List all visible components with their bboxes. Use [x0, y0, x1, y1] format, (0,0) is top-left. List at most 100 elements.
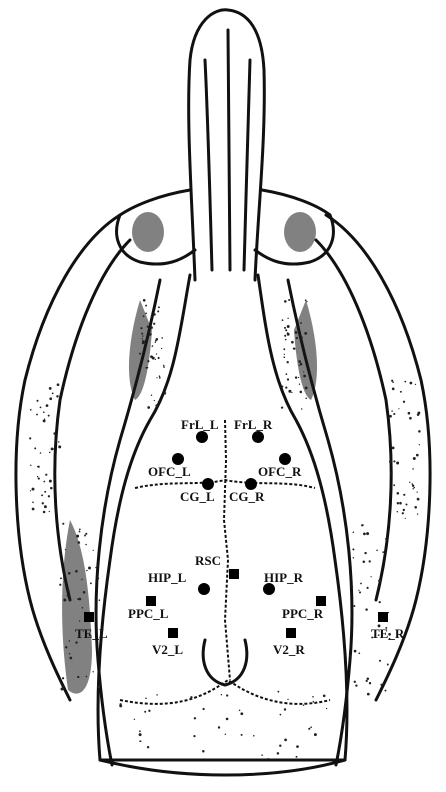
stipple-dot — [32, 502, 34, 504]
stipple-dot — [305, 397, 307, 399]
stipple-dot — [53, 432, 56, 435]
stipple-dot — [221, 694, 222, 695]
stipple-dot — [417, 513, 418, 514]
stipple-dot — [69, 640, 70, 641]
stipple-dot — [403, 401, 405, 403]
stipple-dot — [194, 717, 196, 719]
stipple-dot — [163, 366, 165, 368]
snout-midline — [228, 30, 230, 270]
stipple-dot — [49, 511, 50, 512]
stipple-dot — [313, 701, 315, 703]
stipple-dot — [142, 335, 143, 336]
electrode-labels: FrL_L FrL_R OFC_L OFC_R CG_L CG_R HIP_L … — [75, 417, 405, 657]
stipple-dot — [305, 386, 308, 389]
stipple-dot — [226, 718, 229, 721]
stipple-dot — [147, 360, 149, 362]
stipple-dot — [287, 361, 289, 363]
stipple-dot — [147, 746, 149, 748]
stipple-dot — [30, 465, 31, 466]
stipple-dot — [62, 677, 64, 679]
stipple-dot — [42, 502, 44, 504]
stipple-dot — [285, 339, 287, 341]
stipple-dot — [417, 413, 420, 416]
stipple-dot — [76, 535, 79, 538]
stipple-dot — [308, 728, 310, 730]
stipple-dot — [277, 691, 279, 693]
stipple-dot — [405, 503, 407, 505]
stipple-dot — [239, 710, 240, 711]
stipple-dot — [369, 560, 371, 562]
electrode-dot-hip-l — [198, 583, 210, 595]
stipple-dot — [93, 550, 94, 551]
stipple-dot — [366, 680, 368, 682]
stipple-dot — [410, 382, 413, 385]
stipple-dot — [285, 329, 287, 331]
stipple-dot — [287, 378, 289, 380]
stipple-dot — [48, 495, 50, 497]
stipple-dot — [409, 482, 410, 483]
stipple-dot — [392, 446, 395, 449]
stipple-dot — [159, 377, 161, 379]
stipple-dot — [79, 531, 81, 533]
electrode-square-v2-l — [168, 628, 178, 638]
stipple-dot — [43, 419, 46, 422]
stipple-dot — [81, 579, 82, 580]
stipple-dot — [281, 386, 283, 388]
stipple-dot — [75, 641, 77, 643]
stipple-dot — [40, 452, 42, 454]
stipple-dot — [287, 325, 290, 328]
stipple-dot — [155, 359, 156, 360]
stipple-dot — [364, 552, 366, 554]
stipple-dot — [291, 341, 294, 344]
stipple-dot — [369, 682, 371, 684]
stipple-dot — [299, 384, 300, 385]
stipple-dot — [164, 392, 167, 395]
stipple-dot — [287, 318, 288, 319]
stipple-dot — [57, 383, 60, 386]
stipple-dot — [45, 474, 47, 476]
stipple-dot — [402, 512, 404, 514]
stipple-dot — [303, 371, 304, 372]
orbit-shadow-right — [284, 212, 316, 252]
stipple-dot — [143, 299, 146, 302]
stipple-dot — [281, 406, 283, 408]
stipple-dot — [358, 590, 359, 591]
stipple-dot — [299, 335, 300, 336]
stipple-dot — [65, 549, 66, 550]
stipple-dot — [367, 587, 369, 589]
stipple-dot — [148, 710, 150, 712]
stipple-dot — [147, 406, 150, 409]
stipple-dot — [44, 505, 47, 508]
stipple-dot — [63, 599, 66, 602]
stipple-dot — [354, 650, 357, 653]
stipple-dot — [296, 745, 299, 748]
stipple-dot — [285, 386, 287, 388]
stipple-dot — [36, 400, 38, 402]
stipple-dot — [284, 739, 287, 742]
stipple-dot — [85, 544, 87, 546]
stipple-dot — [326, 708, 327, 709]
electrode-square-v2-r — [286, 628, 296, 638]
stipple-dot — [82, 607, 84, 609]
stipple-dot — [392, 381, 394, 383]
stipple-dot — [353, 557, 354, 558]
stipple-dot — [163, 365, 164, 366]
stipple-dot — [140, 740, 142, 742]
stipple-dot — [414, 506, 417, 509]
stipple-dot — [382, 551, 384, 553]
stipple-dot — [412, 484, 414, 486]
occipital-shade-left — [62, 520, 92, 694]
stipple-dot — [419, 444, 420, 445]
stipple-dot — [360, 583, 362, 585]
stipple-dot — [392, 388, 395, 391]
stipple-dot — [139, 368, 140, 369]
stipple-dot — [363, 524, 364, 525]
stipple-dot — [69, 657, 72, 660]
stipple-dot — [34, 447, 36, 449]
stipple-dot — [376, 550, 378, 552]
stipple-dot — [284, 327, 286, 329]
stipple-dot — [397, 502, 399, 504]
stipple-dot — [142, 338, 143, 339]
stipple-dot — [43, 481, 45, 483]
